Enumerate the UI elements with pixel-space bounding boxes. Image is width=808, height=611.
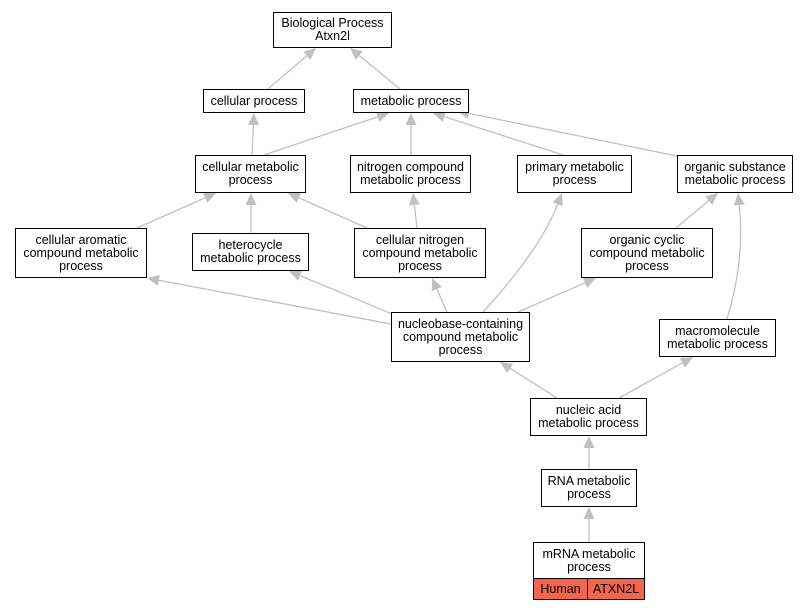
node-cellular-nitrogen-compound-metabolic-process[interactable]: cellular nitrogen compound metabolic pro… — [354, 228, 486, 278]
node-cellular-metabolic-process[interactable]: cellular metabolic process — [195, 155, 306, 193]
node-organic-cyclic-compound-metabolic-process[interactable]: organic cyclic compound metabolic proces… — [581, 228, 713, 278]
node-nucleic-acid-metabolic-process[interactable]: nucleic acid metabolic process — [530, 398, 647, 436]
node-mrna-metabolic-process[interactable]: mRNA metabolic process — [533, 542, 645, 579]
node-nucleobase-containing-compound-metabolic-process[interactable]: nucleobase-containing compound metabolic… — [391, 312, 530, 362]
edge-rna-to-nucleic-acid — [583, 436, 595, 469]
edge-cellular-nitrogen-to-nitrogen-compound — [408, 193, 420, 229]
node-nitrogen-compound-metabolic-process[interactable]: nitrogen compound metabolic process — [350, 155, 471, 193]
edge-metabolic-process-to-bp — [350, 48, 401, 90]
node-cellular-process[interactable]: cellular process — [203, 89, 305, 113]
node-primary-metabolic-process[interactable]: primary metabolic process — [517, 155, 632, 193]
edge-nucleobase-to-primary-metabolic — [482, 193, 563, 313]
edge-nucleobase-to-cellular-aromatic — [147, 274, 392, 325]
edge-nucleobase-to-organic-cyclic — [517, 277, 596, 313]
edge-nitrogen-compound-to-metabolic — [405, 113, 417, 155]
edge-cellular-metabolic-to-cellular-process — [247, 113, 259, 156]
edge-mrna-to-rna — [583, 507, 595, 542]
edge-nucleic-acid-to-nucleobase — [500, 362, 558, 399]
edge-cellular-metabolic-to-metabolic — [263, 111, 389, 156]
node-rna-metabolic-process[interactable]: RNA metabolic process — [541, 469, 637, 507]
edge-macromolecule-to-organic-substance — [726, 193, 745, 320]
edge-nucleobase-to-cellular-nitrogen — [431, 278, 448, 313]
node-cellular-aromatic-compound-metabolic-process[interactable]: cellular aromatic compound metabolic pro… — [15, 228, 147, 278]
edge-cellular-nitrogen-to-cellular-metabolic — [288, 192, 368, 229]
edge-nucleobase-to-heterocycle — [289, 270, 393, 315]
edge-heterocycle-to-cellular-metabolic — [245, 193, 257, 233]
edge-organic-cyclic-to-organic-substance — [675, 193, 718, 229]
node-metabolic-process[interactable]: metabolic process — [353, 89, 469, 113]
edge-primary-metabolic-to-metabolic — [433, 111, 564, 156]
edge-cellular-aromatic-to-cellular-metabolic — [136, 192, 216, 229]
node-biological-process[interactable]: Biological Process Atxn2l — [273, 12, 392, 48]
annotation-gene-cell: ATXN2L — [587, 578, 645, 600]
edge-cellular-process-to-bp — [267, 48, 316, 90]
edge-nucleic-acid-to-macromolecule — [618, 357, 693, 399]
annotation-species-cell: Human — [533, 578, 588, 600]
node-macromolecule-metabolic-process[interactable]: macromolecule metabolic process — [659, 319, 776, 357]
node-heterocycle-metabolic-process[interactable]: heterocycle metabolic process — [192, 233, 309, 271]
node-organic-substance-metabolic-process[interactable]: organic substance metabolic process — [677, 155, 793, 193]
